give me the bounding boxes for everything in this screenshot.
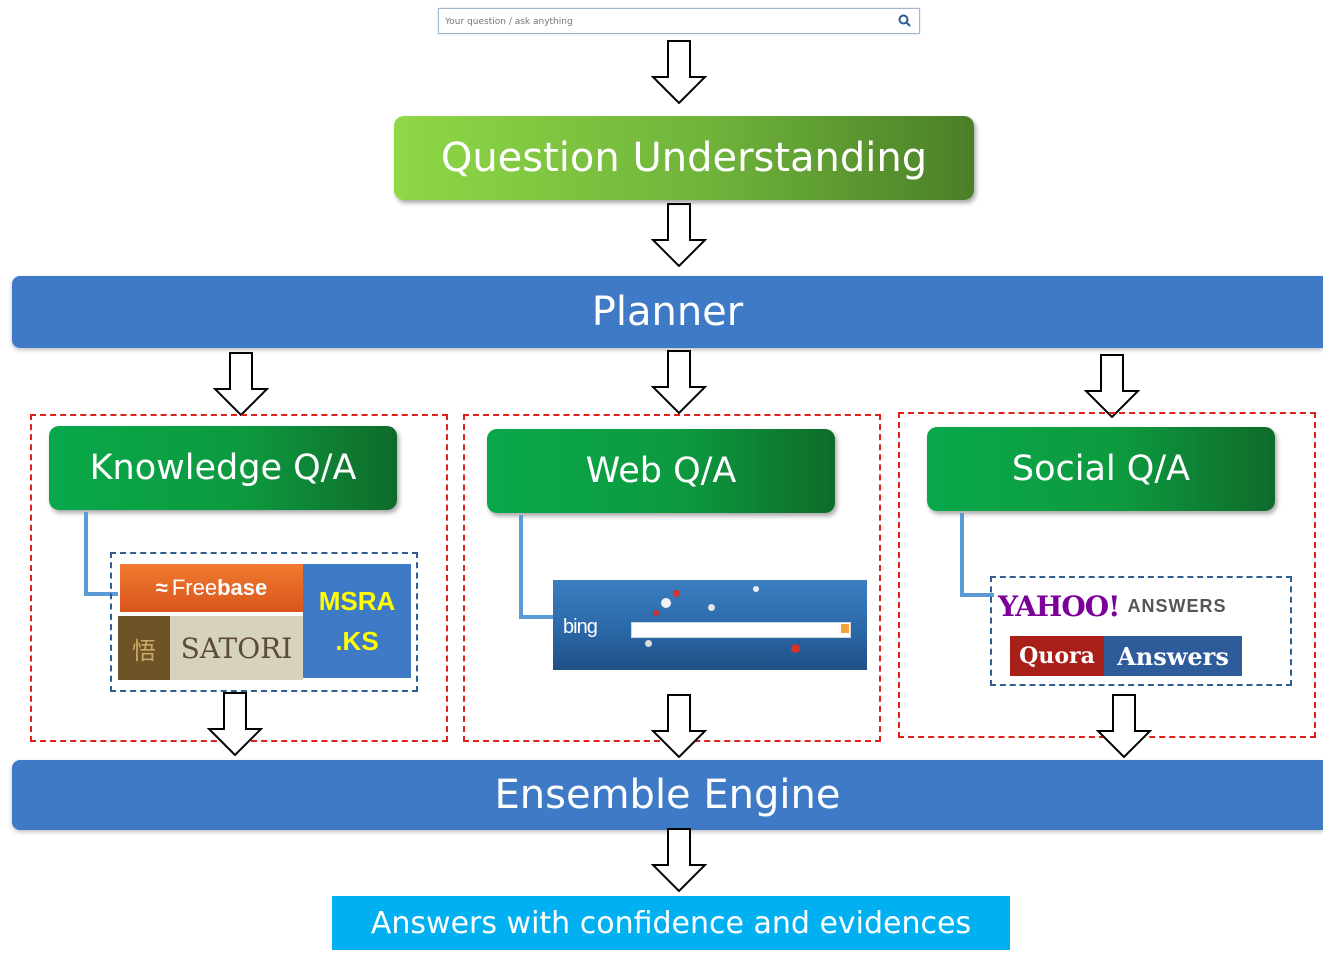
knowledge-qa-label: Knowledge Q/A [89,448,357,488]
search-icon[interactable] [897,13,913,29]
search-box[interactable] [438,8,920,34]
freebase-suffix: base [217,575,268,600]
knowledge-sources-group [110,552,418,692]
msra-ks-line2: .KS [335,626,379,656]
social-qa-label: Social Q/A [1011,449,1191,489]
balloon [753,586,759,592]
down-arrow-icon [651,350,707,414]
bing-screenshot: bing [553,580,867,670]
down-arrow-icon [213,352,269,416]
social-sources-group [990,576,1292,686]
social-qa-box: Social Q/A [927,427,1275,511]
quora-answers-label: Answers [1104,636,1242,676]
yahoo-logo: YAHOO! [998,589,1120,623]
web-qa-label: Web Q/A [585,451,737,491]
bing-search-field[interactable] [631,622,851,638]
balloon [673,590,680,597]
bing-logo: bing [563,616,598,638]
satori-label: SATORI [180,631,293,665]
bing-search-button[interactable] [841,624,849,633]
answers-output-label: Answers with confidence and evidences [370,905,972,941]
satori-glyph-tile: 悟 [118,616,170,680]
msra-ks-line1: MSRA [318,586,396,616]
search-input[interactable] [443,12,887,32]
satori-logo: SATORI [170,616,303,680]
freebase-prefix: Free [171,575,218,600]
balloon [791,644,800,653]
web-qa-box: Web Q/A [487,429,835,513]
down-arrow-icon [1096,694,1152,758]
ensemble-engine-bar: Ensemble Engine [12,760,1323,830]
down-arrow-icon [651,40,707,104]
satori-glyph: 悟 [132,636,156,665]
question-understanding-box: Question Understanding [394,116,974,200]
quora-answers-logo: Quora Answers [1010,636,1242,676]
knowledge-connector [84,512,118,596]
web-connector [519,515,557,619]
balloon [661,598,671,608]
down-arrow-icon [207,692,263,756]
down-arrow-icon [1084,354,1140,418]
planner-label: Planner [591,289,744,335]
question-understanding-label: Question Understanding [440,135,928,181]
social-connector [960,513,994,597]
down-arrow-icon [651,203,707,267]
balloon [645,640,652,647]
yahoo-answers-logo: YAHOO! ANSWERS [998,586,1288,626]
knowledge-qa-box: Knowledge Q/A [49,426,397,510]
ensemble-engine-label: Ensemble Engine [494,772,841,818]
balloon [653,610,659,616]
yahoo-answers-label: ANSWERS [1127,595,1227,616]
down-arrow-icon [651,694,707,758]
planner-bar: Planner [12,276,1323,348]
balloon [708,604,715,611]
msra-ks-logo: MSRA .KS [303,564,411,678]
answers-output-box: Answers with confidence and evidences [332,896,1010,950]
quora-logo: Quora [1010,636,1104,676]
down-arrow-icon [651,828,707,892]
